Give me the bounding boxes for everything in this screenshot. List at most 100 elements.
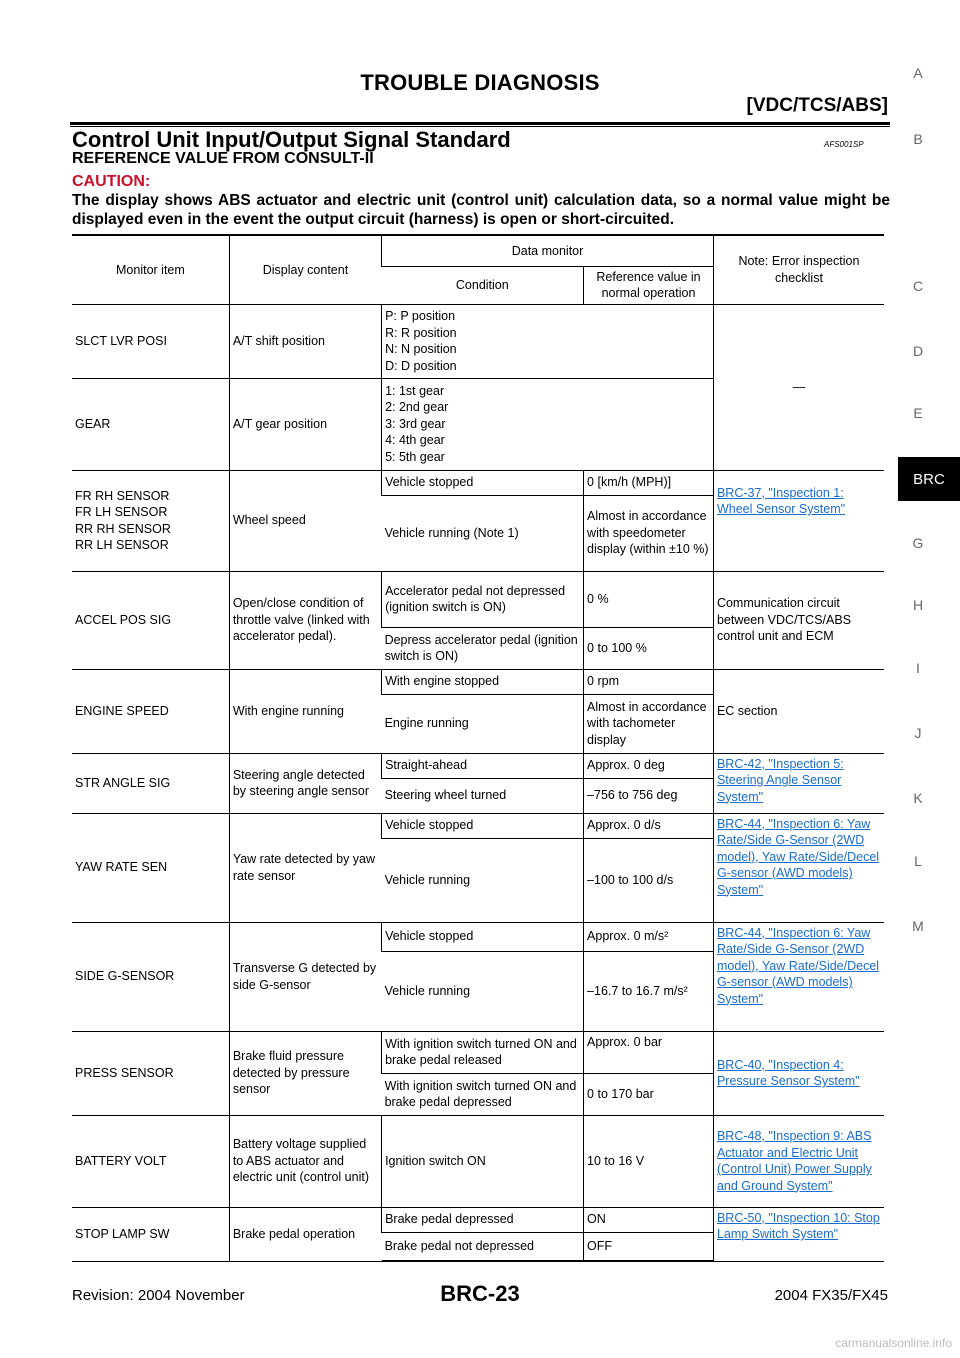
note-dash: — xyxy=(712,303,884,471)
inspection-link[interactable]: BRC-50, "Inspection 10: Stop Lamp Switch… xyxy=(712,1206,884,1262)
monitor-item: STOP LAMP SW xyxy=(72,1206,230,1262)
footer-revision: Revision: 2004 November xyxy=(72,1287,245,1304)
inspection-link[interactable]: BRC-44, "Inspection 6: Yaw Rate/Side G-S… xyxy=(712,812,884,923)
side-index-h[interactable]: H xyxy=(912,597,924,613)
reference-value: 10 to 16 V xyxy=(583,1114,714,1208)
value-line: D: D position xyxy=(385,358,457,373)
inspection-link[interactable]: BRC-42, "Inspection 5: Steering Angle Se… xyxy=(712,752,884,814)
condition: Vehicle running (Note 1) xyxy=(381,494,584,572)
monitor-item: PRESS SENSOR xyxy=(72,1030,230,1116)
monitor-item: STR ANGLE SIG xyxy=(72,752,230,814)
value-line: 5: 5th gear xyxy=(385,449,445,464)
value-line: 2: 2nd gear xyxy=(385,400,449,415)
header-data-monitor: Data monitor xyxy=(381,234,714,267)
table-row: ACCEL POS SIG Open/close condition of th… xyxy=(72,570,884,670)
side-index-e[interactable]: E xyxy=(913,405,923,421)
table-row: Engine running Almost in accordance with… xyxy=(72,693,884,754)
reference-value: 0 to 100 % xyxy=(583,626,714,670)
section-code: AFS001SP xyxy=(824,140,864,149)
value-line: P: P position xyxy=(385,309,456,323)
note-text: EC section xyxy=(712,668,884,754)
value-line: RR LH SENSOR xyxy=(75,538,169,552)
inspection-link[interactable]: BRC-40, "Inspection 4: Pressure Sensor S… xyxy=(712,1030,884,1116)
side-index-k[interactable]: K xyxy=(913,790,923,806)
reference-value: 0 to 170 bar xyxy=(583,1072,714,1116)
display-content: Transverse G detected by side G-sensor xyxy=(228,921,382,1032)
display-content: Steering angle detected by steering angl… xyxy=(228,752,382,814)
table-row: STR ANGLE SIG Steering angle detected by… xyxy=(72,752,884,814)
reference-value: Almost in accordance with speedometer di… xyxy=(583,494,714,572)
table-row: Vehicle running (Note 1) Almost in accor… xyxy=(72,494,884,572)
monitor-item: SLCT LVR POSI xyxy=(72,303,230,379)
side-index-c[interactable]: C xyxy=(912,278,924,294)
table-header-row: Monitor item Display content Data monito… xyxy=(72,234,884,305)
value-line: 3: 3rd gear xyxy=(385,416,446,431)
condition: Brake pedal not depressed xyxy=(381,1231,584,1262)
side-index-l[interactable]: L xyxy=(914,853,922,869)
condition: With ignition switch turned ON and brake… xyxy=(381,1072,584,1116)
reference-value: 0 % xyxy=(583,570,714,628)
side-index-a[interactable]: A xyxy=(913,65,923,81)
condition: Vehicle stopped xyxy=(381,469,584,496)
side-index-j[interactable]: J xyxy=(914,725,922,741)
section-subtitle: REFERENCE VALUE FROM CONSULT-II xyxy=(72,150,374,167)
side-index-g[interactable]: G xyxy=(912,535,924,551)
page-header-title: TROUBLE DIAGNOSIS xyxy=(360,70,600,95)
display-content: Yaw rate detected by yaw rate sensor xyxy=(228,812,382,923)
inspection-link[interactable]: BRC-37, "Inspection 1: Wheel Sensor Syst… xyxy=(712,469,884,572)
table-row: With ignition switch turned ON and brake… xyxy=(72,1072,884,1116)
page-header-subtitle: [VDC/TCS/ABS] xyxy=(746,95,888,116)
monitor-item: BATTERY VOLT xyxy=(72,1114,230,1208)
condition: Straight-ahead xyxy=(381,752,584,779)
table-row: Depress accelerator pedal (ignition swit… xyxy=(72,626,884,670)
side-index-b[interactable]: B xyxy=(913,131,923,147)
table-row: STOP LAMP SW Brake pedal operation Brake… xyxy=(72,1206,884,1262)
condition: Vehicle running xyxy=(381,837,584,923)
inspection-link[interactable]: BRC-48, "Inspection 9: ABS Actuator and … xyxy=(712,1114,884,1208)
reference-value: Almost in accordance with tachometer dis… xyxy=(583,693,714,754)
side-index-i[interactable]: I xyxy=(916,660,920,676)
table-row: BATTERY VOLT Battery voltage supplied to… xyxy=(72,1114,884,1208)
header-monitor-item: Monitor item xyxy=(72,234,230,305)
condition: Brake pedal depressed xyxy=(381,1206,584,1233)
table-row: Vehicle running –100 to 100 d/s xyxy=(72,837,884,923)
condition: With ignition switch turned ON and brake… xyxy=(381,1030,584,1074)
side-index-m[interactable]: M xyxy=(912,918,924,934)
header-reference-value: Reference value in normal operation xyxy=(583,265,714,305)
reference-value: Approx. 0 deg xyxy=(583,752,714,779)
table-row: GEAR A/T gear position 1: 1st gear 2: 2n… xyxy=(72,377,884,471)
inspection-link[interactable]: BRC-44, "Inspection 6: Yaw Rate/Side G-S… xyxy=(712,921,884,1032)
table-row: ENGINE SPEED With engine running With en… xyxy=(72,668,884,754)
header-display-content: Display content xyxy=(228,234,382,305)
condition: Accelerator pedal not depressed (ignitio… xyxy=(381,570,584,628)
value-line: FR RH SENSOR xyxy=(75,488,170,503)
side-index-brc-tab[interactable]: BRC xyxy=(898,457,960,501)
watermark: carmanualsonline.info xyxy=(835,1336,952,1350)
reference-value: Approx. 0 bar xyxy=(583,1030,714,1074)
value-line: N: N position xyxy=(385,342,457,356)
table-row: PRESS SENSOR Brake fluid pressure detect… xyxy=(72,1030,884,1116)
table-row: Brake pedal not depressed OFF xyxy=(72,1231,884,1262)
monitor-item: GEAR xyxy=(72,377,230,471)
reference-value: Approx. 0 d/s xyxy=(583,812,714,839)
value-line: RR RH SENSOR xyxy=(75,521,171,536)
reference-value: OFF xyxy=(583,1231,714,1262)
display-content: A/T gear position xyxy=(228,377,382,471)
side-index-d[interactable]: D xyxy=(912,343,924,359)
reference-value: –100 to 100 d/s xyxy=(583,837,714,923)
monitor-item: YAW RATE SEN xyxy=(72,812,230,923)
display-content: Brake fluid pressure detected by pressur… xyxy=(228,1030,382,1116)
reference-value: –756 to 756 deg xyxy=(583,777,714,814)
display-content: Open/close condition of throttle valve (… xyxy=(228,570,382,670)
header-note: Note: Error inspection checklist xyxy=(712,234,884,305)
display-content: With engine running xyxy=(228,668,382,754)
header-rule-thin xyxy=(70,126,890,127)
table-row: SIDE G-SENSOR Transverse G detected by s… xyxy=(72,921,884,1032)
table-row: SLCT LVR POSI A/T shift position P: P po… xyxy=(72,303,884,471)
monitor-item: ACCEL POS SIG xyxy=(72,570,230,670)
condition: Ignition switch ON xyxy=(381,1114,584,1208)
reference-value-table: Monitor item Display content Data monito… xyxy=(72,234,884,1262)
caution-text: The display shows ABS actuator and elect… xyxy=(72,192,890,228)
display-content: A/T shift position xyxy=(228,303,382,379)
condition: Depress accelerator pedal (ignition swit… xyxy=(381,626,584,670)
